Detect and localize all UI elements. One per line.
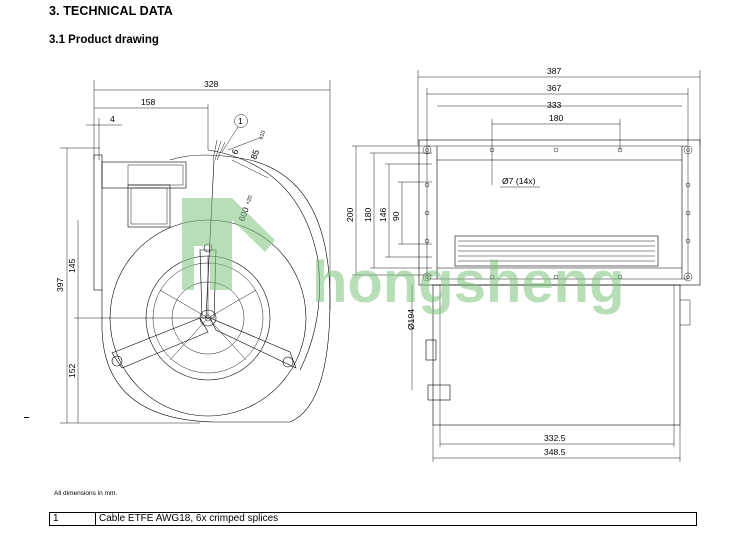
dim-d194: Ø194 (406, 309, 416, 330)
table-row-description: Cable ETFE AWG18, 6x crimped splices (99, 513, 279, 524)
dim-180v: 180 (363, 207, 373, 222)
table-row-number: 1 (50, 513, 96, 525)
dim-367: 367 (547, 83, 562, 93)
watermark-text: hongsheng (312, 250, 625, 315)
dimension-note: All dimensions in mm. (54, 490, 118, 497)
dim-180: 180 (549, 113, 564, 123)
hole-label: Ø7 (14x) (502, 176, 536, 186)
dim-387: 387 (547, 66, 562, 76)
watermark-logo (182, 198, 232, 290)
dim-85: 85 (248, 148, 261, 161)
dim-90: 90 (391, 211, 401, 221)
dim-145: 145 (67, 258, 77, 273)
dim-328: 328 (204, 79, 219, 89)
dim-152: 152 (67, 363, 77, 378)
margin-tick (24, 417, 29, 418)
section-heading: 3. TECHNICAL DATA (49, 4, 173, 18)
watermark: hongsheng (182, 198, 625, 315)
dim-200: 200 (345, 207, 355, 222)
dim-6: 6 (229, 148, 240, 156)
dim-85-tol: ±10 (258, 130, 267, 141)
dim-146: 146 (378, 207, 388, 222)
dim-158: 158 (141, 97, 156, 107)
dim-348-5: 348.5 (544, 447, 566, 457)
dim-397: 397 (55, 277, 65, 292)
dim-4: 4 (110, 114, 115, 124)
legend-table: 1 Cable ETFE AWG18, 6x crimped splices (49, 512, 697, 526)
dim-333: 333 (547, 100, 562, 110)
side-view: 387 367 333 180 200 180 146 90 Ø194 (345, 66, 701, 462)
dim-600-tol: +20 (245, 195, 254, 206)
dim-332-5: 332.5 (544, 433, 566, 443)
callout-1: 1 (238, 116, 243, 126)
subsection-heading: 3.1 Product drawing (49, 34, 159, 46)
front-view: 328 158 4 397 145 152 (55, 79, 331, 424)
